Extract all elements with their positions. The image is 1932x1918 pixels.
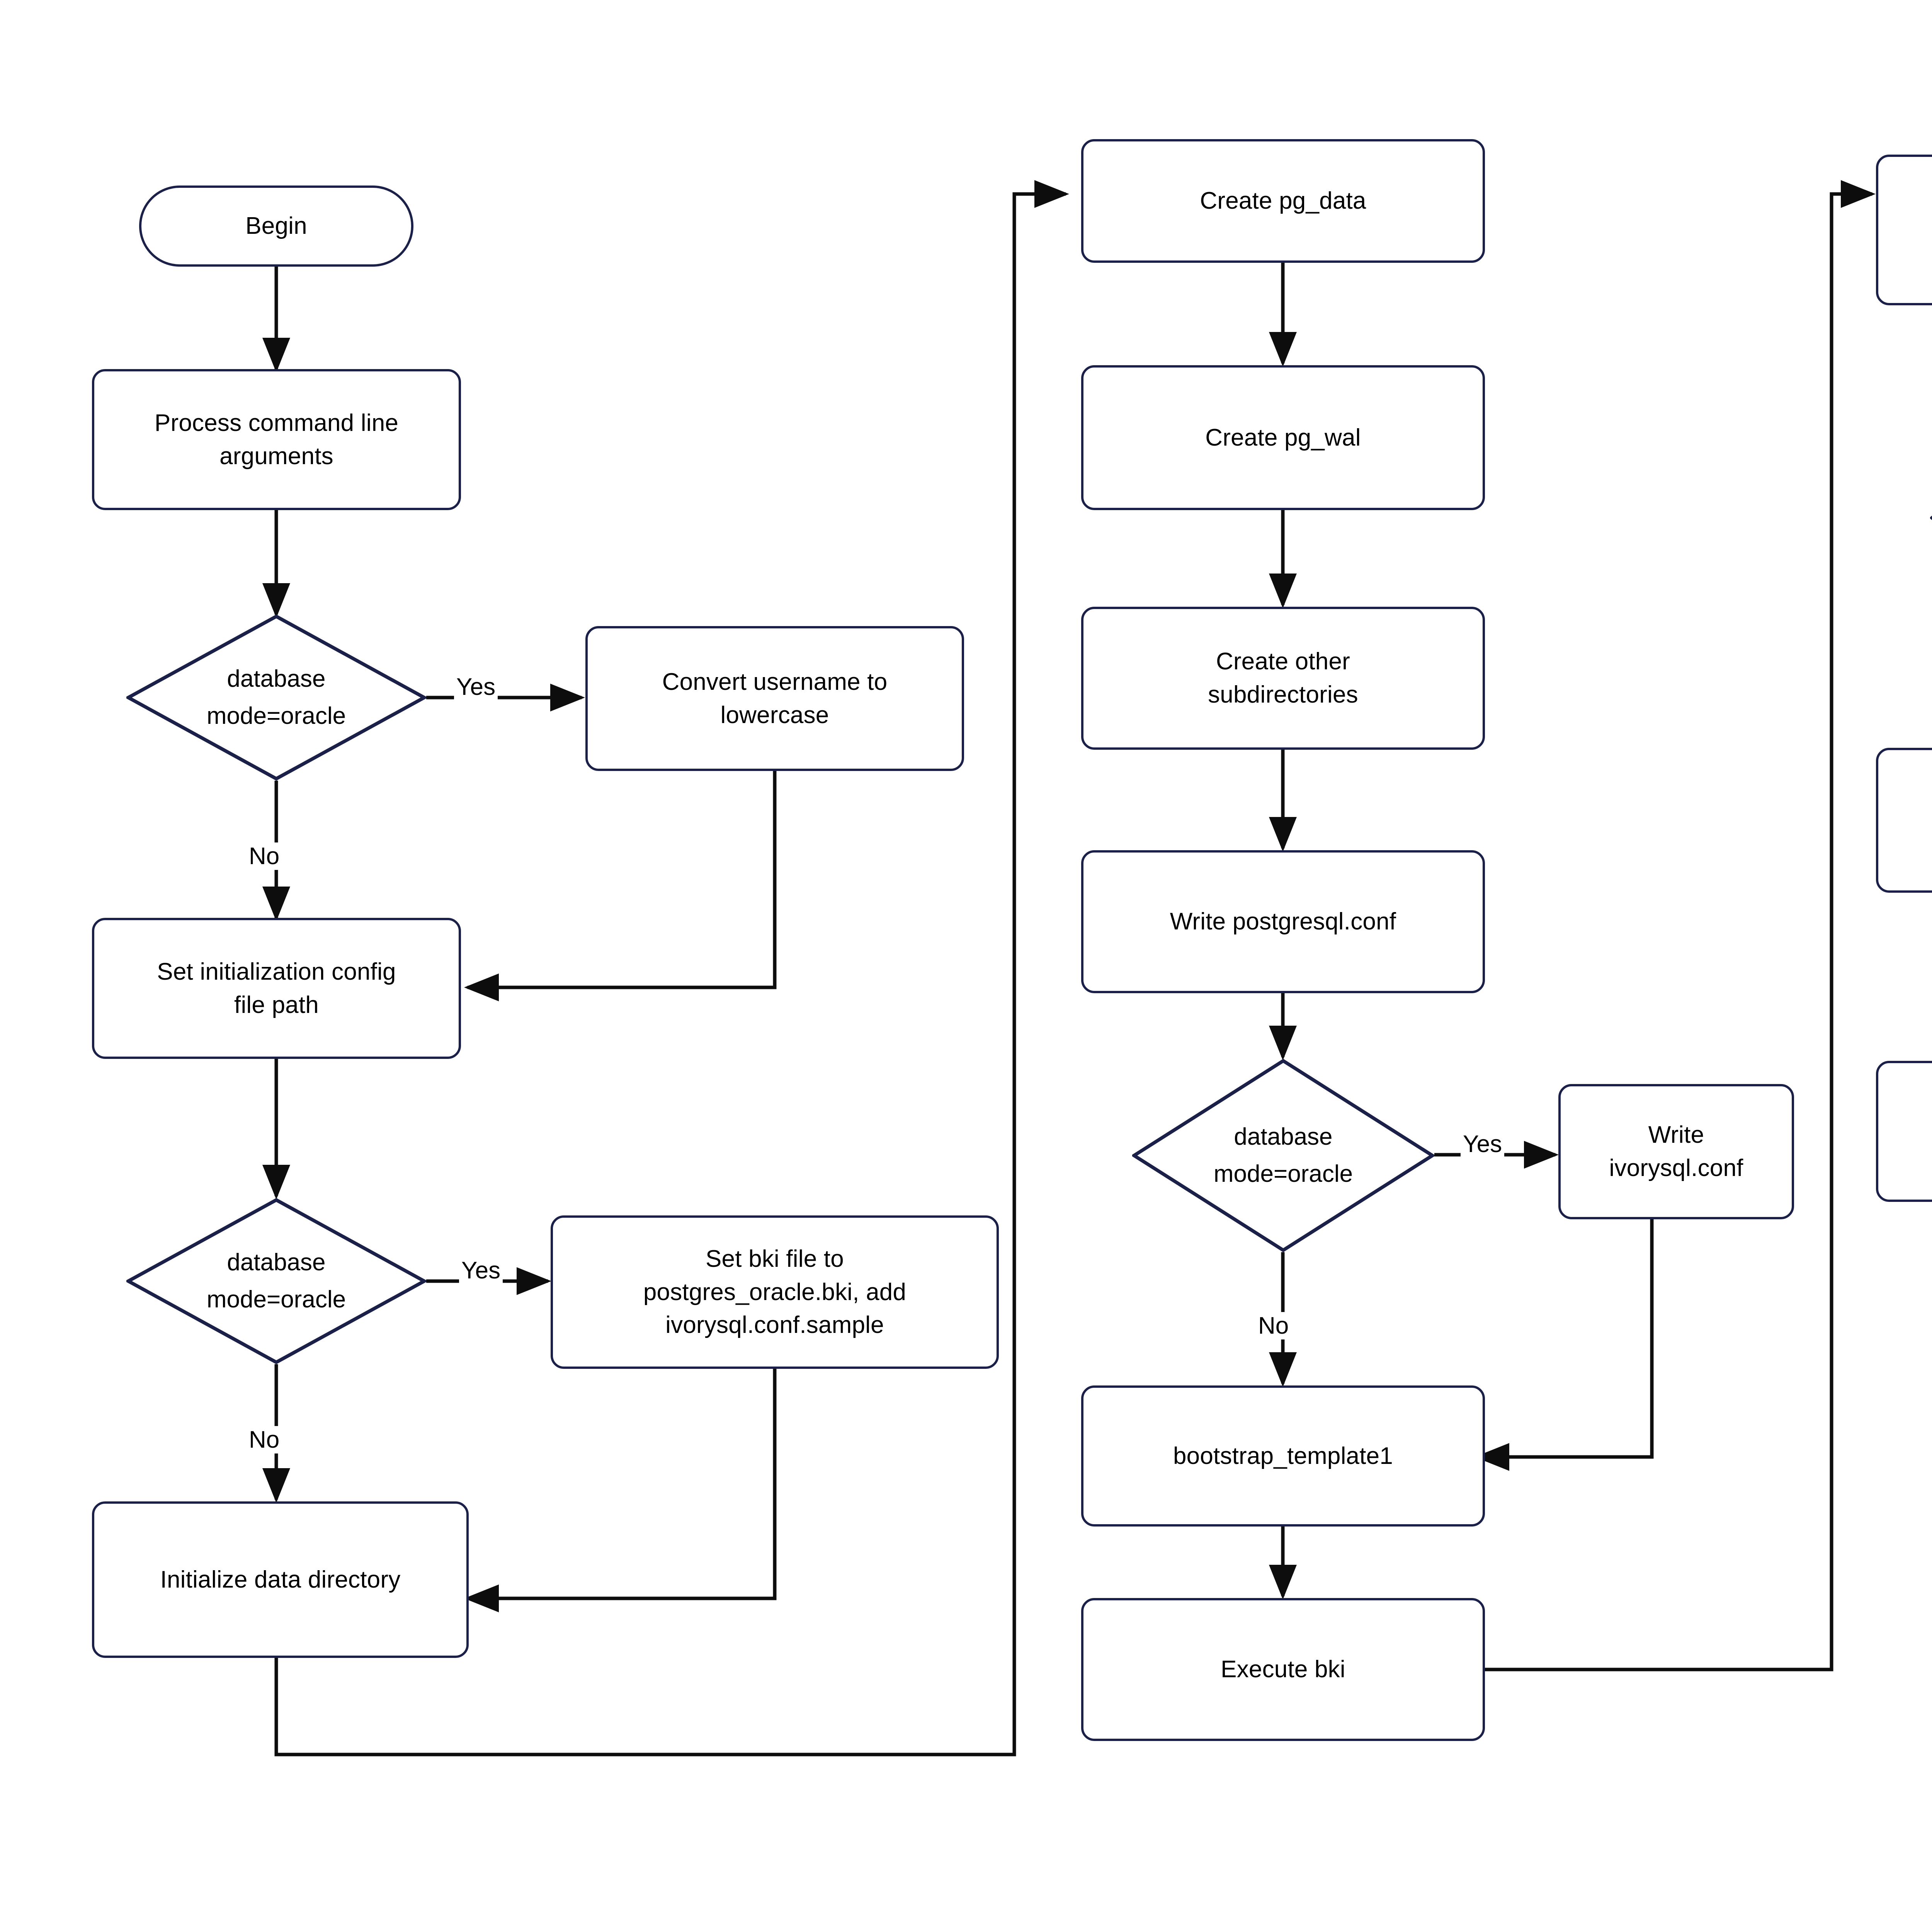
node-decision3-line2: mode=oracle [1213, 1161, 1353, 1187]
node-begin-label: Begin [245, 213, 307, 240]
node-decision4-text: database mode=oracle [1930, 402, 1932, 634]
edge-label-yes-3: Yes [1461, 1130, 1505, 1158]
node-write-ivoryconf-line2: ivorysql.conf [1609, 1155, 1743, 1181]
node-create-pg-wal-label: Create pg_wal [1205, 424, 1361, 451]
node-set-bki-line2: postgres_oracle.bki, add [643, 1278, 906, 1305]
node-decision-database-mode-oracle-4[interactable]: database mode=oracle [1930, 402, 1932, 634]
node-write-pgconf-label: Write postgresql.conf [1170, 908, 1396, 935]
edge-label-no-1: No [247, 842, 282, 870]
node-set-bki-file[interactable]: Set bki file to postgres_oracle.bki, add… [551, 1215, 999, 1369]
node-decision-database-mode-oracle-1[interactable]: database mode=oracle [126, 614, 426, 781]
node-bootstrap-label: bootstrap_template1 [1173, 1442, 1393, 1469]
node-write-ivoryconf-line1: Write [1648, 1122, 1704, 1149]
node-decision3-text: database mode=oracle [1132, 1059, 1434, 1252]
node-create-other-subdirectories[interactable]: Create other subdirectories [1081, 607, 1485, 750]
node-decision-database-mode-oracle-3[interactable]: database mode=oracle [1132, 1059, 1434, 1252]
node-process-args-text: Process command line arguments [155, 407, 398, 473]
node-set-bki-line1: Set bki file to [706, 1246, 844, 1273]
node-initialize-data-directory[interactable]: Initialize data directory [92, 1501, 469, 1658]
edge-label-yes-2: Yes [459, 1257, 503, 1284]
node-write-ivorysql-conf[interactable]: Write ivorysql.conf [1558, 1084, 1794, 1219]
node-execute-bki-label: Execute bki [1221, 1656, 1345, 1683]
node-convert-username-to-lowercase[interactable]: Convert username to lowercase [585, 626, 964, 771]
node-decision-database-mode-oracle-2[interactable]: database mode=oracle [126, 1198, 426, 1364]
node-decision1-text: database mode=oracle [126, 614, 426, 781]
node-create-other-text: Create other subdirectories [1208, 645, 1358, 711]
node-set-bki-text: Set bki file to postgres_oracle.bki, add… [643, 1242, 906, 1342]
node-process-args-line2: arguments [219, 442, 333, 470]
node-decision2-text: database mode=oracle [126, 1198, 426, 1364]
node-begin[interactable]: Begin [139, 186, 413, 267]
edge-convert-username-to-set-init-config [464, 771, 777, 1001]
node-process-command-line-arguments[interactable]: Process command line arguments [92, 369, 461, 510]
node-set-init-config-line2: file path [234, 991, 319, 1018]
edge-set-bki-to-init-data-dir [464, 1369, 777, 1612]
node-decision1-line2: mode=oracle [206, 703, 346, 729]
edge-label-yes-1: Yes [454, 673, 498, 701]
node-set-bki-line3: ivorysql.conf.sample [665, 1312, 884, 1339]
node-bootstrap-template1[interactable]: bootstrap_template1 [1081, 1385, 1485, 1527]
node-write-ivoryconf-text: Write ivorysql.conf [1609, 1118, 1743, 1184]
node-create-pg-data[interactable]: Create pg_data [1081, 139, 1485, 263]
node-set-init-config-line1: Set initialization config [157, 958, 396, 985]
node-convert-username-text: Convert username to lowercase [662, 665, 888, 732]
node-print-completion-message[interactable]: Print completion message [1876, 1061, 1932, 1202]
diamond-shape-2 [126, 1198, 426, 1364]
node-decision2-line2: mode=oracle [206, 1286, 346, 1313]
node-create-pg-wal[interactable]: Create pg_wal [1081, 365, 1485, 510]
node-init-data-dir-label: Initialize data directory [160, 1566, 401, 1593]
node-process-args-line1: Process command line [154, 409, 399, 436]
edge-label-no-2: No [247, 1426, 282, 1453]
node-set-init-config-text: Set initialization config file path [157, 955, 396, 1021]
edge-write-ivoryconf-to-bootstrap [1475, 1219, 1654, 1471]
node-initialize-database-objects[interactable]: Initialize database objects [1876, 155, 1932, 305]
node-convert-username-line2: lowercase [720, 701, 829, 728]
node-convert-username-line1: Convert username to [662, 668, 888, 695]
node-execute-bki[interactable]: Execute bki [1081, 1598, 1485, 1741]
node-create-other-line1: Create other [1216, 648, 1350, 675]
diamond-shape-1 [126, 614, 426, 781]
diamond-shape-3 [1132, 1059, 1434, 1252]
node-write-postgresql-conf[interactable]: Write postgresql.conf [1081, 850, 1485, 993]
node-set-initialization-config-file-path[interactable]: Set initialization config file path [92, 918, 461, 1059]
node-decision3-line1: database [1234, 1123, 1333, 1150]
node-create-pg-data-label: Create pg_data [1200, 187, 1366, 214]
node-decision2-line1: database [227, 1249, 326, 1276]
node-decision1-line1: database [227, 665, 326, 692]
edge-label-no-3: No [1256, 1312, 1291, 1339]
node-create-other-line2: subdirectories [1208, 681, 1358, 708]
edge-execute-bki-to-init-db-objects [1478, 180, 1876, 1671]
node-load-template-databases[interactable]: Load template0, postgres, ivorysql datab… [1876, 748, 1932, 893]
